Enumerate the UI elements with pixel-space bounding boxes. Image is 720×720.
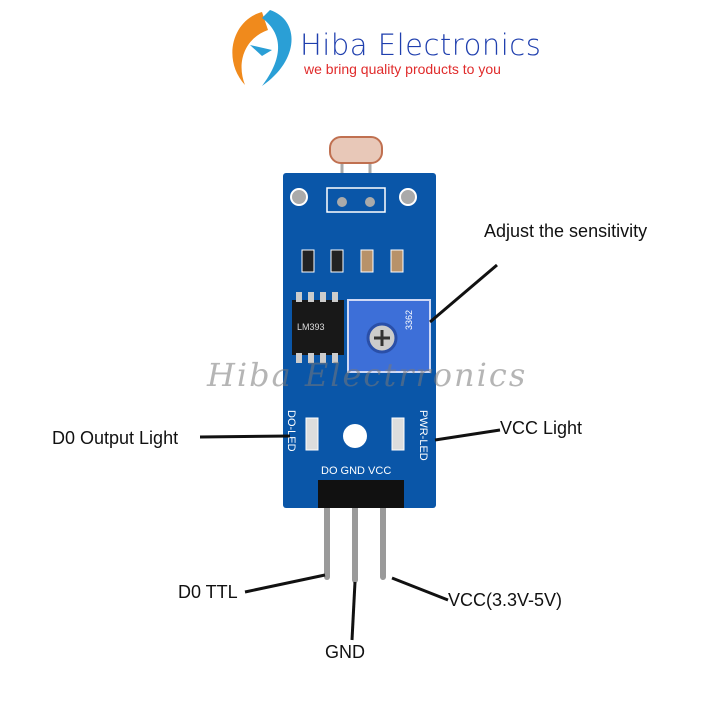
lm393-chip: [292, 292, 344, 363]
pin-header: [318, 480, 404, 508]
pwr-led: [391, 417, 405, 451]
logo-icon: [232, 10, 292, 86]
smd-components: [301, 249, 404, 273]
label-do-output-light: D0 Output Light: [52, 428, 179, 448]
label-do-ttl: D0 TTL: [178, 582, 238, 602]
label-adjust-sensitivity: Adjust the sensitivity: [484, 221, 648, 241]
header-pins: [324, 497, 386, 583]
do-led: [305, 417, 319, 451]
label-vcc-light: VCC Light: [500, 418, 583, 438]
label-vcc: VCC(3.3V-5V): [448, 590, 563, 610]
brand-name: Hiba Electronics: [300, 28, 542, 62]
pwr-led-label: PWR-LED: [417, 410, 429, 461]
mounting-hole: [343, 424, 367, 448]
label-gnd: GND: [325, 642, 365, 662]
watermark: Hiba Electrronics: [207, 356, 528, 394]
brand-tagline: we bring quality products to you: [304, 61, 501, 77]
do-led-label: DO-LED: [285, 410, 297, 452]
header-label: DO GND VCC: [321, 465, 391, 477]
pot-label: 3362: [404, 310, 414, 330]
chip-label: LM393: [297, 322, 325, 332]
potentiometer[interactable]: [347, 299, 431, 373]
leader-lines: [199, 263, 501, 641]
